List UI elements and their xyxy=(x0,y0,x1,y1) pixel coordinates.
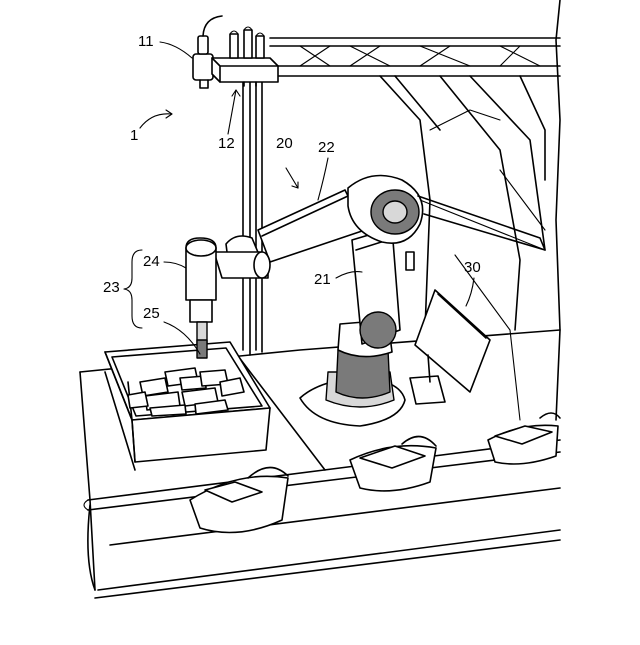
leader-robot xyxy=(286,168,298,188)
group-brace xyxy=(124,250,142,328)
leader-system xyxy=(140,114,172,128)
label-display: 30 xyxy=(464,259,481,276)
basket-middle xyxy=(350,436,436,490)
leader-robot-arm xyxy=(318,158,328,200)
label-end-effector: 23 xyxy=(103,279,120,296)
robot-arm xyxy=(258,176,545,349)
display-monitor xyxy=(410,290,490,404)
label-camera: 11 xyxy=(138,33,154,50)
end-effector xyxy=(186,236,270,358)
leader-effector-body xyxy=(164,262,186,268)
leader-camera xyxy=(160,42,192,58)
label-robot: 20 xyxy=(276,135,293,152)
leader-camera-mount xyxy=(228,90,236,134)
label-robot-arm: 22 xyxy=(318,139,335,156)
label-effector-body: 24 xyxy=(143,253,160,270)
basket-left xyxy=(190,467,288,532)
tote-bin xyxy=(105,342,270,462)
label-robot-base: 21 xyxy=(314,271,331,288)
camera-mount xyxy=(212,27,278,86)
leader-display xyxy=(466,278,474,306)
label-effector-tool: 25 xyxy=(143,305,160,322)
label-system: 1 xyxy=(130,127,138,144)
basket-right xyxy=(488,413,560,464)
label-camera-mount: 12 xyxy=(218,135,235,152)
reference-labels: 11 1 12 20 22 30 21 24 23 25 xyxy=(103,33,481,354)
